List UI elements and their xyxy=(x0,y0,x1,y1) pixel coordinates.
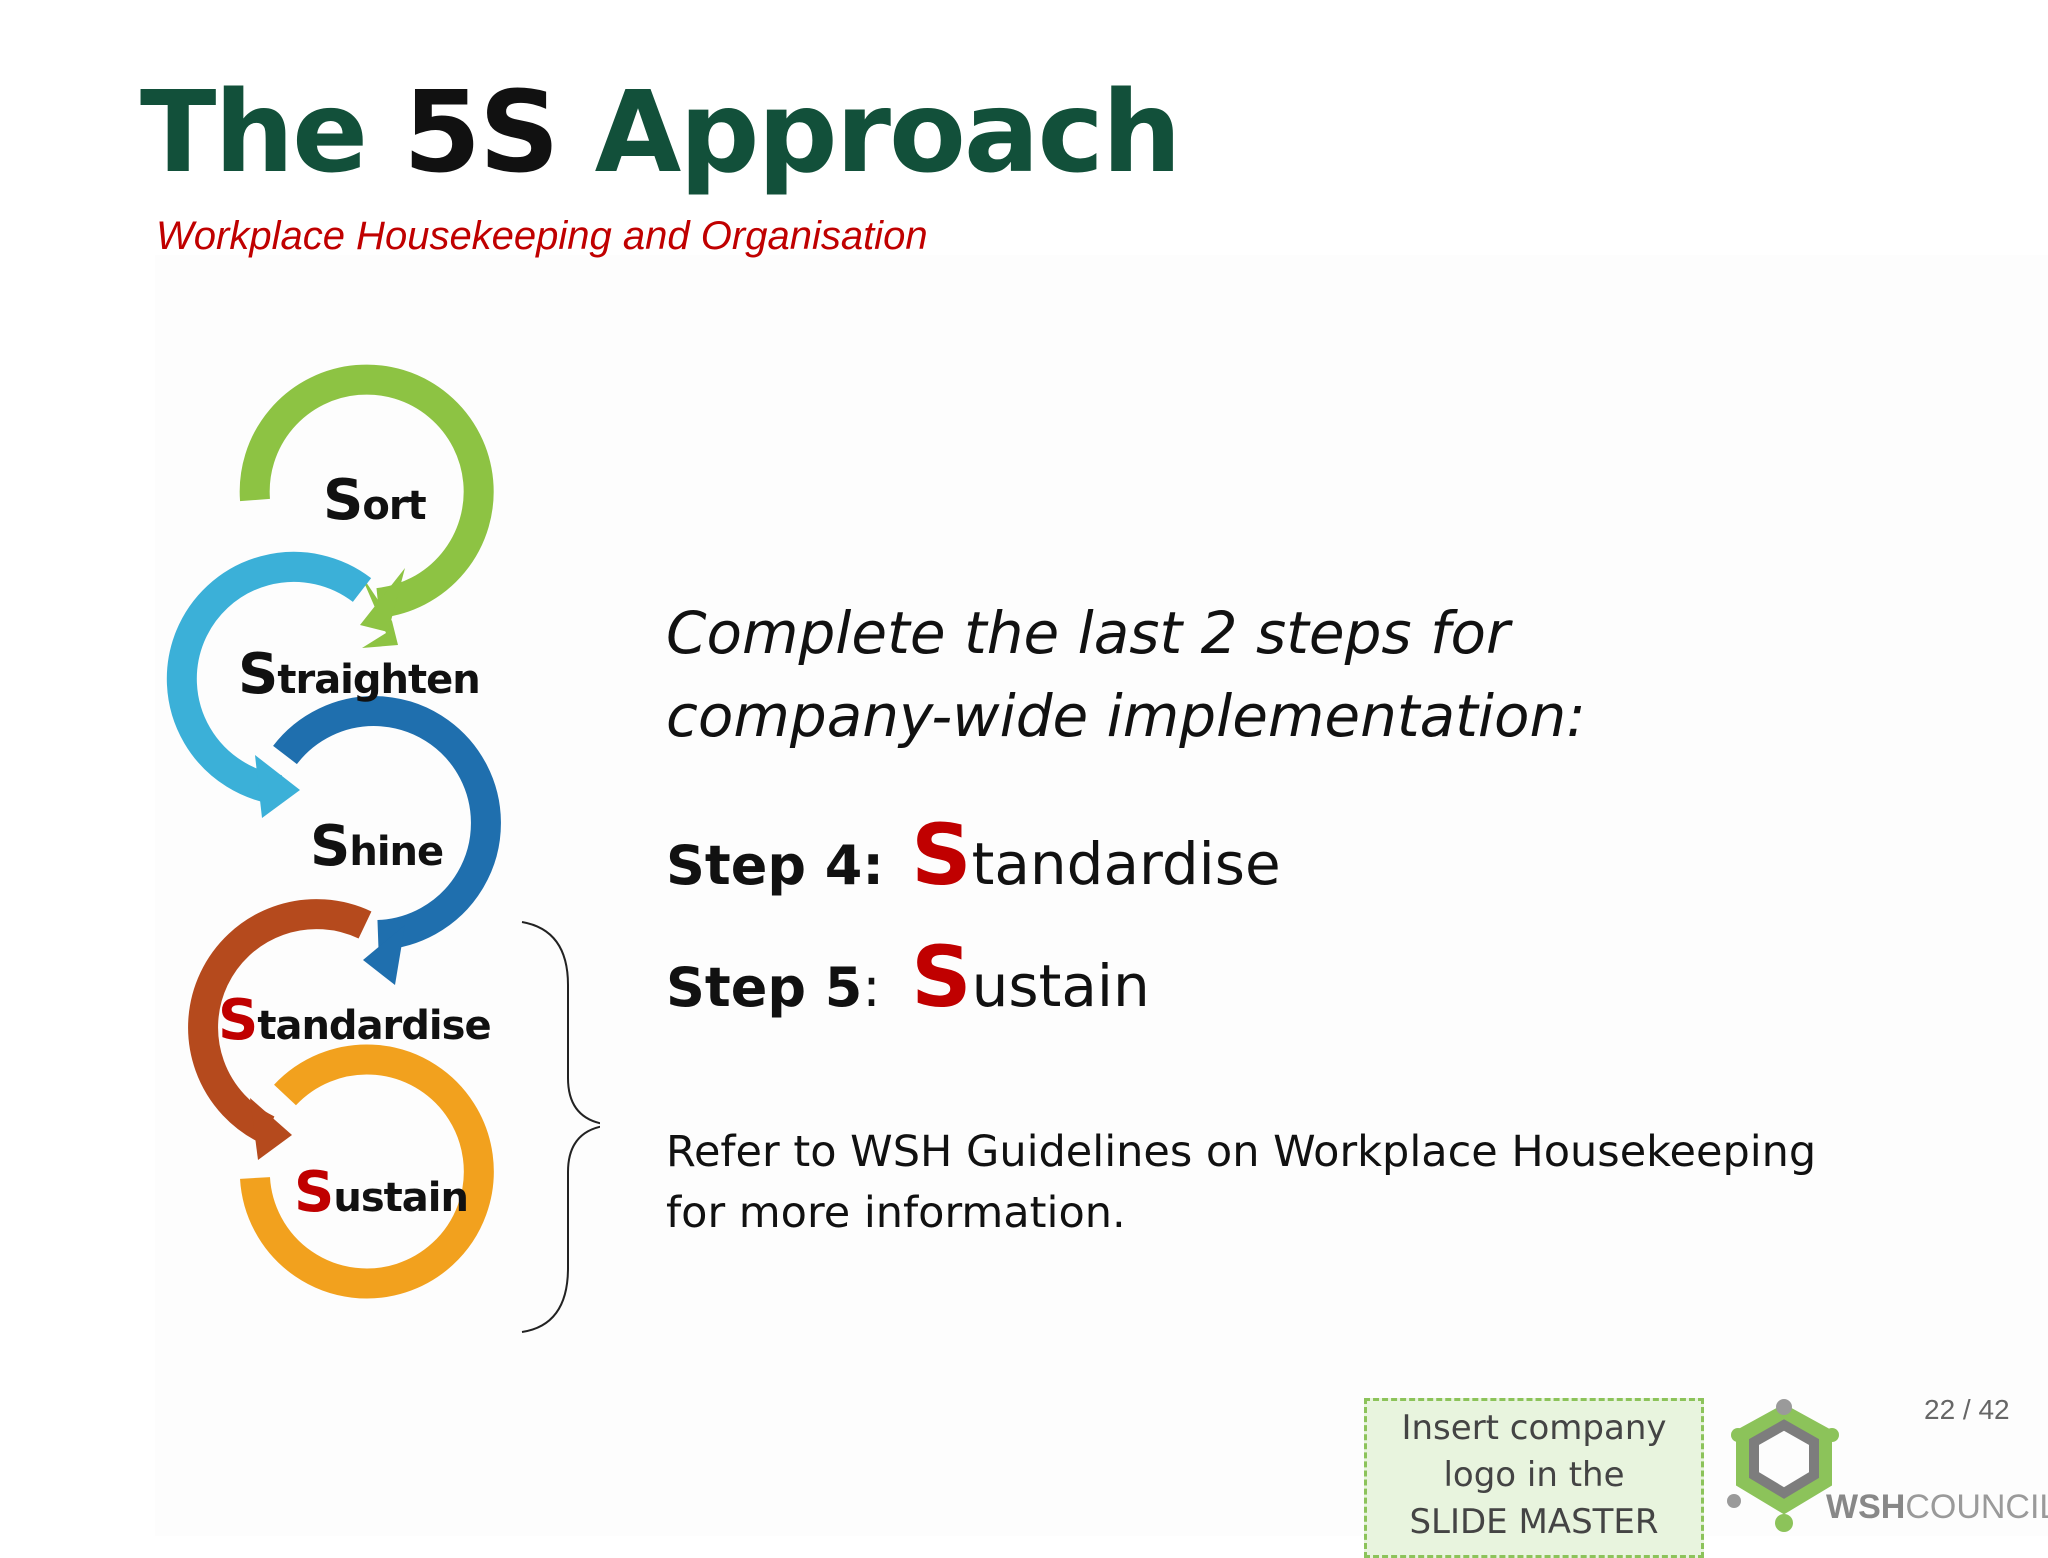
cycle-arrowhead-standardise xyxy=(250,1098,292,1160)
step-4: Step 4: Standardise xyxy=(666,806,1281,904)
cycle-label-standardise: Standardise xyxy=(218,988,492,1053)
reference-note: Refer to WSH Guidelines on Workplace Hou… xyxy=(666,1127,1817,1238)
company-logo-placeholder: Insert company logo in the SLIDE MASTER xyxy=(1364,1398,1704,1558)
cycle-label-straighten: Straighten xyxy=(238,642,481,707)
wsh-council-wordmark: WSHCOUNCIL xyxy=(1826,1488,2048,1526)
grouping-brace xyxy=(521,921,600,1333)
step-4-word: Standardise xyxy=(911,806,1281,904)
cycle-label-sustain: Sustain xyxy=(294,1160,469,1225)
intro-text: Complete the last 2 steps for company-wi… xyxy=(666,599,1586,750)
cycle-arrow-sort xyxy=(239,364,494,618)
cycle-arrowhead-straighten xyxy=(255,755,300,818)
cycle-label-sort: Sort xyxy=(323,468,427,533)
slide-title: The 5S Approach xyxy=(140,68,1182,198)
cycle-arrowhead-shine xyxy=(363,925,405,985)
cycle-arrow-straighten xyxy=(166,551,372,805)
cycle-arrow-shine xyxy=(273,696,501,950)
5s-cycle-diagram xyxy=(166,364,600,1333)
cycle-arrowhead-sort xyxy=(360,568,405,632)
cycle-label-shine: Shine xyxy=(310,814,444,879)
step-5-word: Sustain xyxy=(911,928,1150,1026)
step-5-label: Step 5: xyxy=(666,956,881,1019)
cycle-arrow-standardise xyxy=(188,899,372,1144)
page-indicator: 22 / 42 xyxy=(1924,1394,2010,1425)
step-5: Step 5: Sustain xyxy=(666,928,1150,1026)
wsh-council-logo-icon xyxy=(1727,1399,1839,1532)
slide-subtitle: Workplace Housekeeping and Organisation xyxy=(156,214,928,258)
step-4-label: Step 4: xyxy=(666,834,884,897)
cycle-arrow-sustain xyxy=(240,1044,494,1299)
